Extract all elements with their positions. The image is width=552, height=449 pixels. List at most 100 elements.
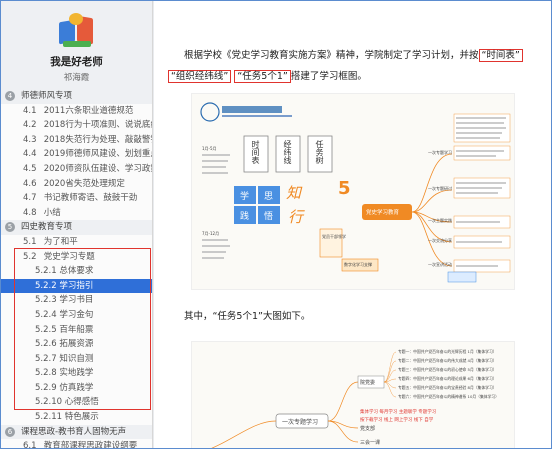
center-lower-box <box>319 228 343 258</box>
toc-item-4-6[interactable]: 4.6 2020省失范处理规定 <box>1 177 152 192</box>
toc-item-4-8[interactable]: 4.8 小结 <box>1 206 152 221</box>
university-english-logo <box>222 115 292 117</box>
topic-3: 专题三：中国共产党百年奋斗的初心使命 5月（集体学习） <box>398 367 497 372</box>
toc-item-label: 仿真践学 <box>59 382 94 393</box>
toc-item-number: 4.2 <box>23 120 37 131</box>
center-node-box <box>362 204 412 220</box>
toc-item-5-1[interactable]: 5.1 为了和平 <box>1 235 152 250</box>
five-number: 5 <box>338 178 351 199</box>
toc-item-label: 实地践学 <box>59 368 94 379</box>
toc-item-number: 5.2.4 <box>35 309 57 320</box>
toc-item-5-2-11[interactable]: 5.2.11 特色展示 <box>1 410 152 425</box>
toc-item-4-4[interactable]: 4.4 2019师德师风建设、划划重点 <box>1 147 152 162</box>
highlight-organization: “组织经纬线” <box>168 70 232 83</box>
toc-item-5-2-4[interactable]: 5.2.4 学习金句 <box>1 308 152 323</box>
sidebar-header: 我是好老师 祁海霞 <box>1 1 152 89</box>
red-note-2: 按下载学习 线上 网上学习 线下 自学 <box>360 418 434 423</box>
toc-item-5[interactable]: 5 四史教育专项 <box>1 220 152 235</box>
topic-2: 专题二：中国共产党百年奋斗的伟大成就 4月（集体学习） <box>398 358 497 363</box>
branch-1: 一次专题学习 <box>428 150 452 155</box>
grid-si: 思 <box>264 192 274 202</box>
grid-wu: 悟 <box>264 212 274 222</box>
toc-item-number: 5.2.7 <box>35 353 57 364</box>
intro-text-b: 搭建了学习框图。 <box>290 71 367 82</box>
toc-item-5-2-6[interactable]: 5.2.6 拓展资源 <box>1 337 152 352</box>
book-logo-icon <box>55 11 99 51</box>
toc-item-number: 5.2.5 <box>35 324 57 335</box>
toc-item-label: 心得感悟 <box>64 397 99 408</box>
toc-item-5-2-9[interactable]: 5.2.9 仿真践学 <box>1 381 152 396</box>
toc-item-label: 知识自测 <box>59 353 94 364</box>
toc-item-4-1[interactable]: 4.1 2011六条职业道德规范 <box>1 104 152 119</box>
pillar-tasktree-label: 任务树 <box>315 140 324 164</box>
toc-item-4-5[interactable]: 4.5 2020师资队伍建设、学习政策 <box>1 162 152 177</box>
left-dates-2: 7月-12月 <box>202 231 220 236</box>
grid-cell-xue <box>234 186 256 204</box>
grid-cell-si <box>258 186 280 204</box>
toc-item-5-2-2[interactable]: 5.2.2 学习指引 <box>1 278 152 294</box>
pillar-timetable-label: 时间表 <box>251 140 260 164</box>
university-name-logo <box>222 106 282 113</box>
toc-item-label: 为了和平 <box>43 236 78 247</box>
grid-cell-wu <box>258 206 280 224</box>
toc-item-5-2-5[interactable]: 5.2.5 百年船票 <box>1 323 152 338</box>
toc-item-number: 5.2.11 <box>35 412 63 423</box>
toc-item-label: 教育部课程思政建设纲要 <box>43 441 138 448</box>
branch-3: 一次主题实践 <box>428 218 452 223</box>
toc-item-5-2-1[interactable]: 5.2.1 总体要求 <box>1 264 152 279</box>
toc-item-number: 4.6 <box>23 178 37 189</box>
main-content: 根据学校《党史学习教育实施方案》精神，学院制定了学习计划，并按“时间表” “组织… <box>154 1 551 448</box>
branch-4: 一次交流分享 <box>428 238 452 243</box>
node-meetings: 三会一课 <box>360 440 381 446</box>
grid-jian: 践 <box>240 212 250 222</box>
toc-item-5-2[interactable]: 5.2 党史学习专题 <box>1 250 152 265</box>
toc-item-4-3[interactable]: 4.3 2018失范行为处理、敲敲警钟 <box>1 133 152 148</box>
task-mindmap-image: 一次专题学习 院党委 党支部 三会一课 专题一：中国共产党百年奋斗的光辉历程 1… <box>191 341 515 448</box>
toc-item-6-1[interactable]: 6.1 教育部课程思政建设纲要 <box>1 439 152 448</box>
toc-item-label: 拓展资源 <box>59 339 94 350</box>
toc-item-label: 学习金句 <box>59 309 94 320</box>
pillar-latitude-box <box>275 135 301 173</box>
toc-item-4-2[interactable]: 4.2 2018行为十项准则、说说底线 <box>1 118 152 133</box>
toc-item-number: 5.2.10 <box>35 397 63 408</box>
toc-item-number: 4.3 <box>23 134 37 145</box>
toc-item-5-2-8[interactable]: 5.2.8 实地践学 <box>1 366 152 381</box>
toc-item-label: 学习指引 <box>59 280 94 291</box>
toc-item-label: 书记教师寄语、鼓鼓干劲 <box>43 193 138 204</box>
second-paragraph: 其中，“任务5个1”大图如下。 <box>168 306 543 327</box>
toc-item-label: 2020师资队伍建设、学习政策 <box>43 163 152 174</box>
toc-item-label: 2020省失范处理规定 <box>43 178 125 189</box>
highlight-tasks: “任务5个1” <box>234 70 291 83</box>
toc-item-number: 5.2.9 <box>35 382 57 393</box>
toc-item-label: 2018失范行为处理、敲敲警钟 <box>43 134 152 145</box>
toc-item-5-2-3[interactable]: 5.2.3 学习书目 <box>1 293 152 308</box>
section-number-badge: 5 <box>5 222 15 233</box>
toc-item-number: 5.2.1 <box>35 266 57 277</box>
topic-1: 专题一：中国共产党百年奋斗的光辉历程 1月（集体学习） <box>398 349 497 354</box>
red-note-1: 集体学习 每月学习 主题联学 专题学习 <box>360 410 437 415</box>
bottom-button-label: 数字化学习支撑 <box>344 262 372 267</box>
toc-item-5-2-10[interactable]: 5.2.10 心得感悟 <box>1 395 152 410</box>
book-title: 我是好老师 <box>50 56 103 68</box>
pillar-tasktree-box <box>307 135 333 173</box>
toc-item-label: 2019师德师风建设、划划重点 <box>43 149 152 160</box>
zhi-character: 知 <box>286 184 302 202</box>
intro-paragraph: 根据学校《党史学习教育实施方案》精神，学院制定了学习计划，并按“时间表” “组织… <box>168 45 543 87</box>
intro-text-a: 根据学校《党史学习教育实施方案》精神，学院制定了学习计划，并按 <box>184 50 479 61</box>
toc-item-number: 5.2.2 <box>35 280 57 291</box>
left-dates-1: 1月-5月 <box>202 146 217 151</box>
toc-item-4-7[interactable]: 4.7 书记教师寄语、鼓鼓干劲 <box>1 191 152 206</box>
section-number-badge: 4 <box>5 91 15 101</box>
node-party-committee: 院党委 <box>360 380 376 386</box>
task-center-label: 一次专题学习 <box>282 419 319 426</box>
toc-item-number: 5.2.6 <box>35 339 57 350</box>
toc-item-label: 四史教育专项 <box>21 222 73 233</box>
toc-item-number: 4.5 <box>23 163 37 174</box>
toc-item-number: 4.1 <box>23 105 37 116</box>
center-lower-label: 党员干部领学 <box>322 234 346 239</box>
toc-item-5-2-7[interactable]: 5.2.7 知识自测 <box>1 352 152 367</box>
